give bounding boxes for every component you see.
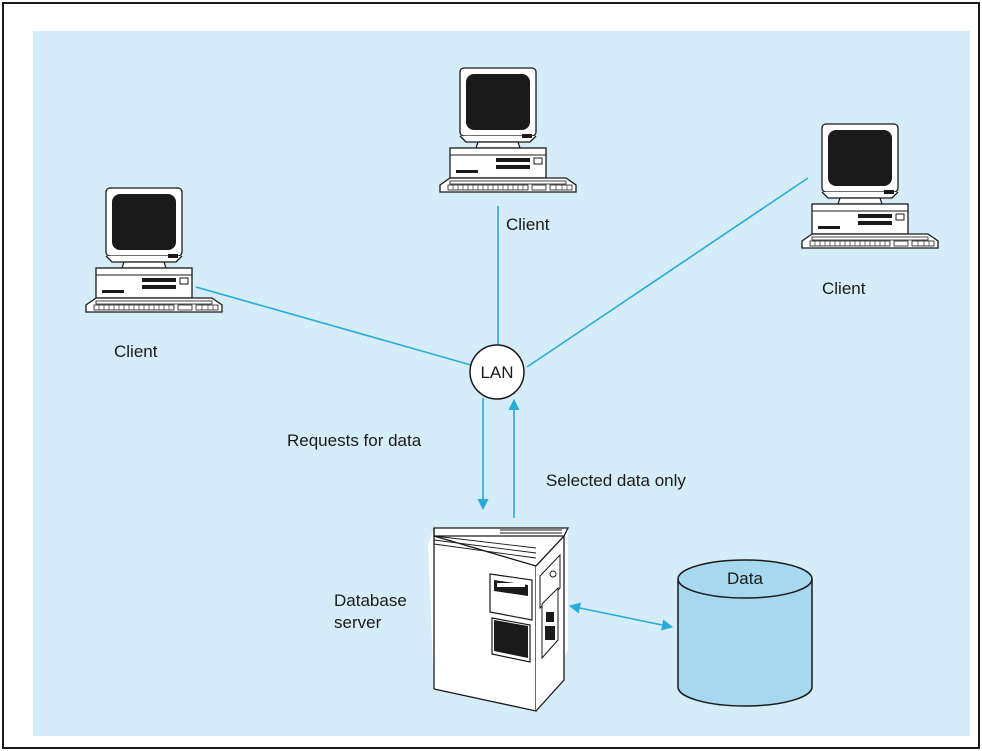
client-label: Client — [114, 342, 158, 361]
selected-data-label: Selected data only — [546, 471, 686, 490]
client-computer-icon — [439, 67, 577, 193]
lan-label: LAN — [480, 363, 513, 382]
lan-node — [469, 344, 525, 400]
client-label: Client — [506, 215, 550, 234]
client-computer-icon — [801, 123, 939, 249]
requests-label: Requests for data — [287, 431, 422, 450]
data-store-label: Data — [727, 569, 763, 588]
database-server-label: Database — [334, 591, 407, 610]
link-client-right-lan — [526, 177, 809, 368]
database-server-icon — [428, 527, 570, 712]
data-store-cylinder — [677, 559, 813, 707]
database-server-label: server — [334, 613, 382, 632]
client-computer-icon — [85, 187, 223, 313]
server-data-link — [568, 602, 674, 631]
client-label: Client — [822, 279, 866, 298]
link-client-left-lan — [195, 286, 472, 366]
